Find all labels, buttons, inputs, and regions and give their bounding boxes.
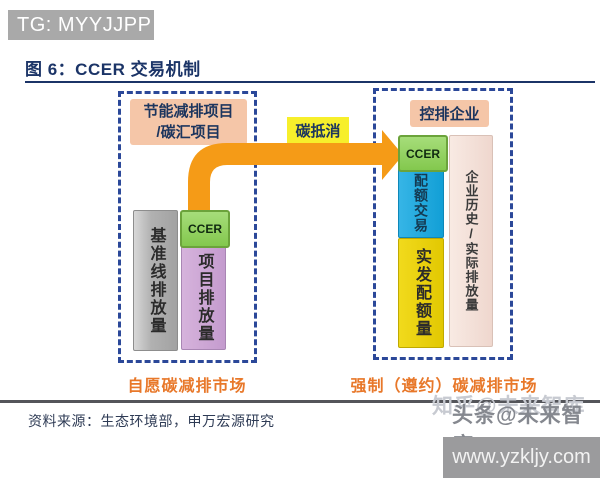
tg-badge-text: TG: MYYJJPP	[17, 13, 152, 36]
left-panel-title: 节能减排项目 /碳汇项目	[130, 99, 247, 145]
title-underline	[25, 81, 595, 83]
footer-divider	[0, 400, 600, 403]
left-panel-title-text: 节能减排项目 /碳汇项目	[143, 101, 233, 143]
quota-trading-label: 配额交易	[413, 173, 429, 233]
project-emissions-bar: 项目排放量	[181, 245, 226, 350]
left-title-line2: /碳汇项目	[156, 124, 221, 141]
tg-badge: TG: MYYJJPP	[8, 10, 154, 40]
historical-emissions-bar: 企业历史/实际排放量	[449, 135, 493, 347]
left-title-line1: 节能减排项目	[143, 103, 234, 120]
quota-trading-bar: 配额交易	[398, 168, 444, 238]
historical-emissions-label: 企业历史/实际排放量	[463, 170, 479, 312]
website-watermark-text: www.yzkljy.com	[452, 446, 591, 468]
voluntary-market-label: 自愿碳减排市场	[127, 378, 247, 395]
issued-quota-label: 实发配额量	[413, 248, 430, 338]
figure-title: 图 6：CCER 交易机制	[25, 60, 201, 79]
baseline-emissions-bar: 基准线排放量	[133, 210, 178, 351]
voluntary-market-box	[118, 91, 257, 363]
ccer-chip-left: CCER	[180, 210, 230, 248]
compliance-market-box	[373, 88, 513, 360]
issued-quota-bar: 实发配额量	[398, 238, 444, 348]
zhihu-watermark: 知乎@未来智库	[432, 395, 586, 418]
compliance-market-label: 强制（遵约）碳减排市场	[350, 378, 538, 395]
ccer-chip-right-label: CCER	[405, 146, 440, 161]
ccer-chip-left-label: CCER	[187, 222, 222, 236]
source-note: 资料来源：生态环境部，申万宏源研究	[28, 413, 275, 429]
website-watermark-box: www.yzkljy.com	[443, 437, 600, 478]
baseline-emissions-label: 基准线排放量	[147, 226, 165, 335]
right-panel-title: 控排企业	[410, 100, 489, 127]
ccer-chip-right: CCER	[398, 135, 448, 172]
project-emissions-label: 项目排放量	[195, 252, 213, 343]
carbon-offset-label: 碳抵消	[287, 117, 349, 143]
